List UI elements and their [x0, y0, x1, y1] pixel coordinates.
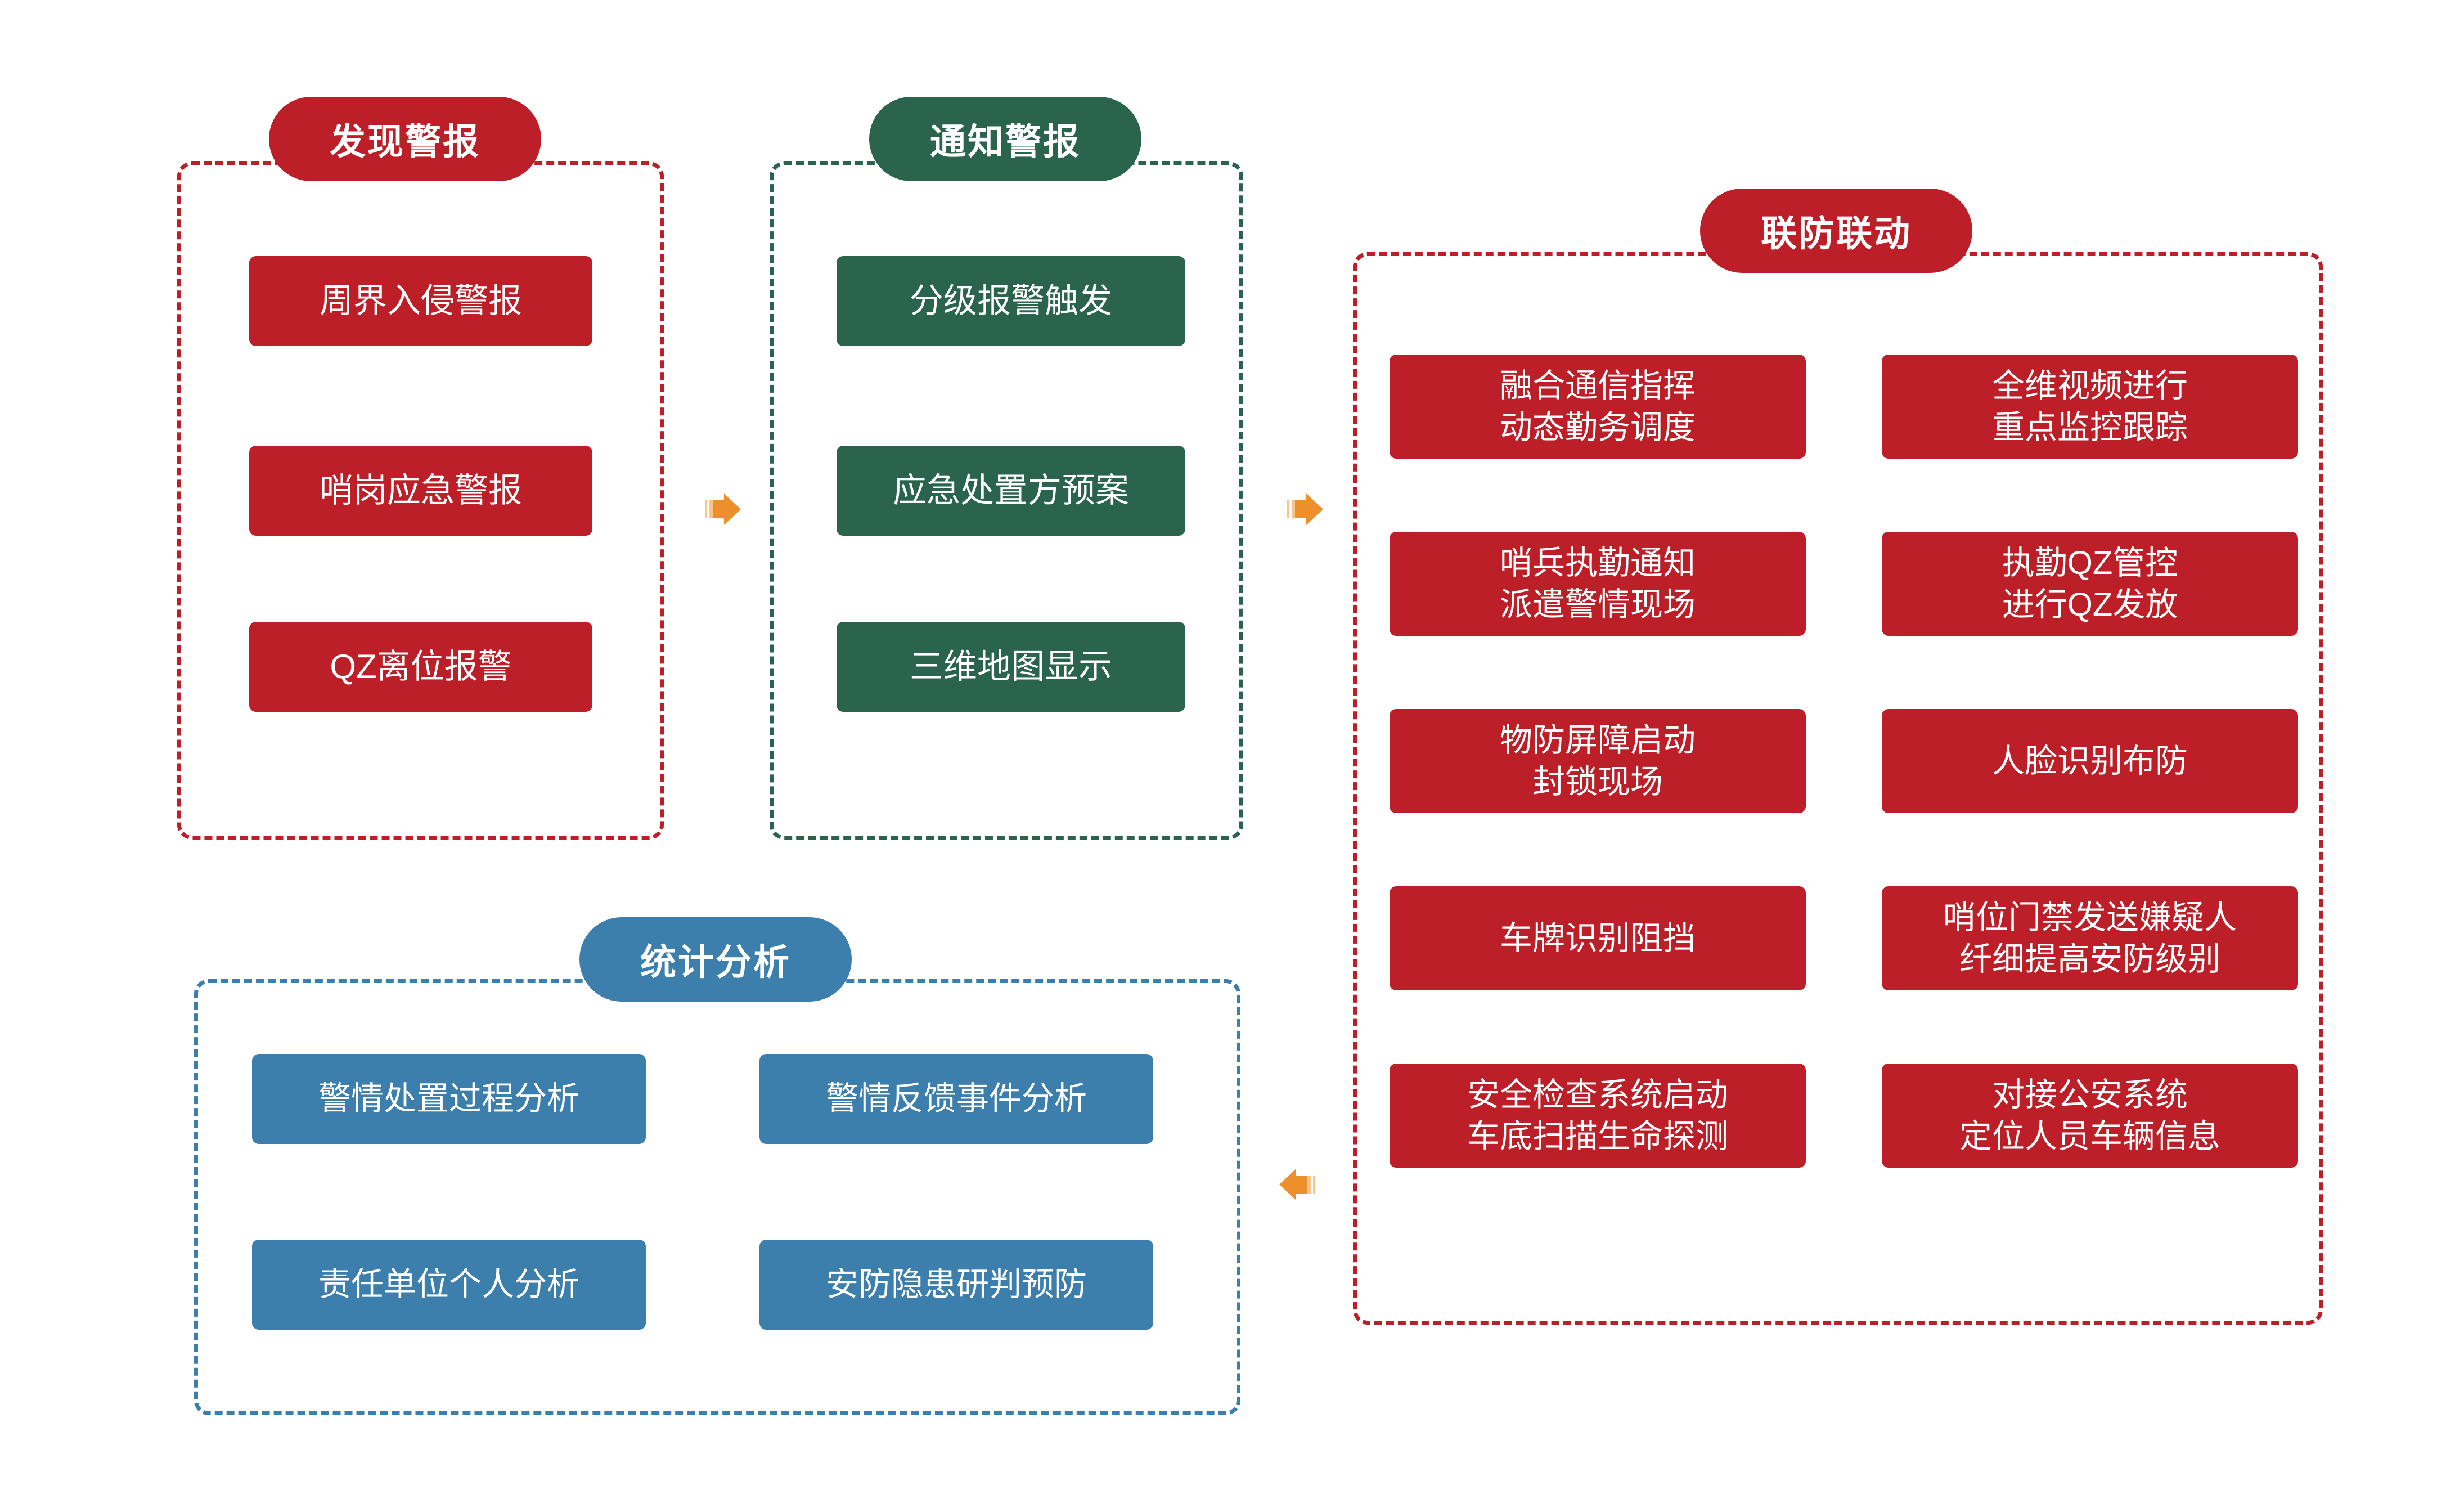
box-sentry-emergency-alarm[interactable]: 哨岗应急警报 — [249, 446, 592, 536]
box-sentry-duty-notification[interactable]: 哨兵执勤通知 派遣警情现场 — [1390, 532, 1806, 636]
box-license-plate-blocking[interactable]: 车牌识别阻挡 — [1390, 886, 1806, 990]
panel-joint-defense-title: 联防联动 — [1700, 189, 1972, 273]
box-fusion-communication-command[interactable]: 融合通信指挥 动态勤务调度 — [1390, 355, 1806, 459]
box-graded-alarm-trigger[interactable]: 分级报警触发 — [837, 256, 1185, 346]
box-duty-qz-control[interactable]: 执勤QZ管控 进行QZ发放 — [1882, 532, 2298, 636]
box-alarm-feedback-event-analysis[interactable]: 警情反馈事件分析 — [759, 1054, 1153, 1144]
box-security-check-system[interactable]: 安全检查系统启动 车底扫描生命探测 — [1390, 1064, 1806, 1168]
arrow-notify-to-joint — [1282, 487, 1327, 532]
arrow-joint-to-statistics — [1276, 1162, 1321, 1207]
box-physical-barrier-activation[interactable]: 物防屏障启动 封锁现场 — [1390, 709, 1806, 813]
box-emergency-response-plan[interactable]: 应急处置方预案 — [837, 446, 1185, 536]
box-perimeter-intrusion-alarm[interactable]: 周界入侵警报 — [249, 256, 592, 346]
box-qz-offpost-alarm[interactable]: QZ离位报警 — [249, 622, 592, 712]
box-3d-map-display[interactable]: 三维地图显示 — [837, 622, 1185, 712]
box-public-security-integration[interactable]: 对接公安系统 定位人员车辆信息 — [1882, 1064, 2298, 1168]
panel-notify-alarm-title: 通知警报 — [869, 97, 1141, 181]
arrow-discover-to-notify — [699, 487, 744, 532]
box-omni-video-tracking[interactable]: 全维视频进行 重点监控跟踪 — [1882, 355, 2298, 459]
panel-statistics-analysis-title: 统计分析 — [579, 917, 852, 1002]
box-face-recognition-deployment[interactable]: 人脸识别布防 — [1882, 709, 2298, 813]
panel-discover-alarm-title: 发现警报 — [269, 97, 541, 181]
box-responsible-unit-person-analysis[interactable]: 责任单位个人分析 — [252, 1240, 646, 1330]
box-post-access-suspect-push[interactable]: 哨位门禁发送嫌疑人 纤细提高安防级别 — [1882, 886, 2298, 990]
box-security-risk-prejudgment-prevention[interactable]: 安防隐患研判预防 — [759, 1240, 1153, 1330]
panel-statistics-analysis — [194, 979, 1240, 1415]
box-alarm-handling-process-analysis[interactable]: 警情处置过程分析 — [252, 1054, 646, 1144]
